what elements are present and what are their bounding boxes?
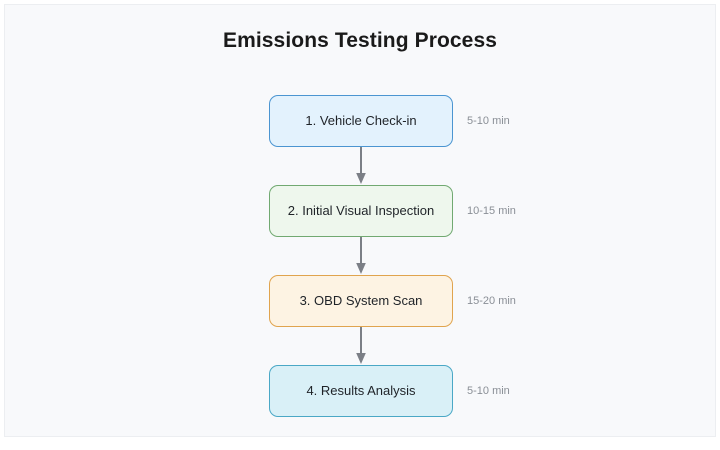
flow-node-4-duration: 5-10 min [467, 385, 510, 397]
connector-arrow-2-to-3 [355, 237, 367, 275]
flow-node-1-label: 1. Vehicle Check-in [305, 113, 417, 129]
flow-node-4[interactable]: 4. Results Analysis [269, 365, 453, 417]
flow-node-2[interactable]: 2. Initial Visual Inspection [269, 185, 453, 237]
flow-node-3[interactable]: 3. OBD System Scan [269, 275, 453, 327]
connector-arrow-3-to-4 [355, 327, 367, 365]
flow-node-2-label: 2. Initial Visual Inspection [287, 203, 435, 219]
flow-node-1-duration: 5-10 min [467, 115, 510, 127]
flow-node-1[interactable]: 1. Vehicle Check-in [269, 95, 453, 147]
flow-node-4-label: 4. Results Analysis [306, 383, 416, 399]
connector-arrow-1-to-2 [355, 147, 367, 185]
diagram-canvas: Emissions Testing Process 1. Vehicle Che… [4, 4, 716, 437]
flow-node-2-duration: 10-15 min [467, 205, 516, 217]
page-title: Emissions Testing Process [222, 29, 498, 52]
flow-node-3-duration: 15-20 min [467, 295, 516, 307]
flow-node-3-label: 3. OBD System Scan [299, 293, 423, 309]
